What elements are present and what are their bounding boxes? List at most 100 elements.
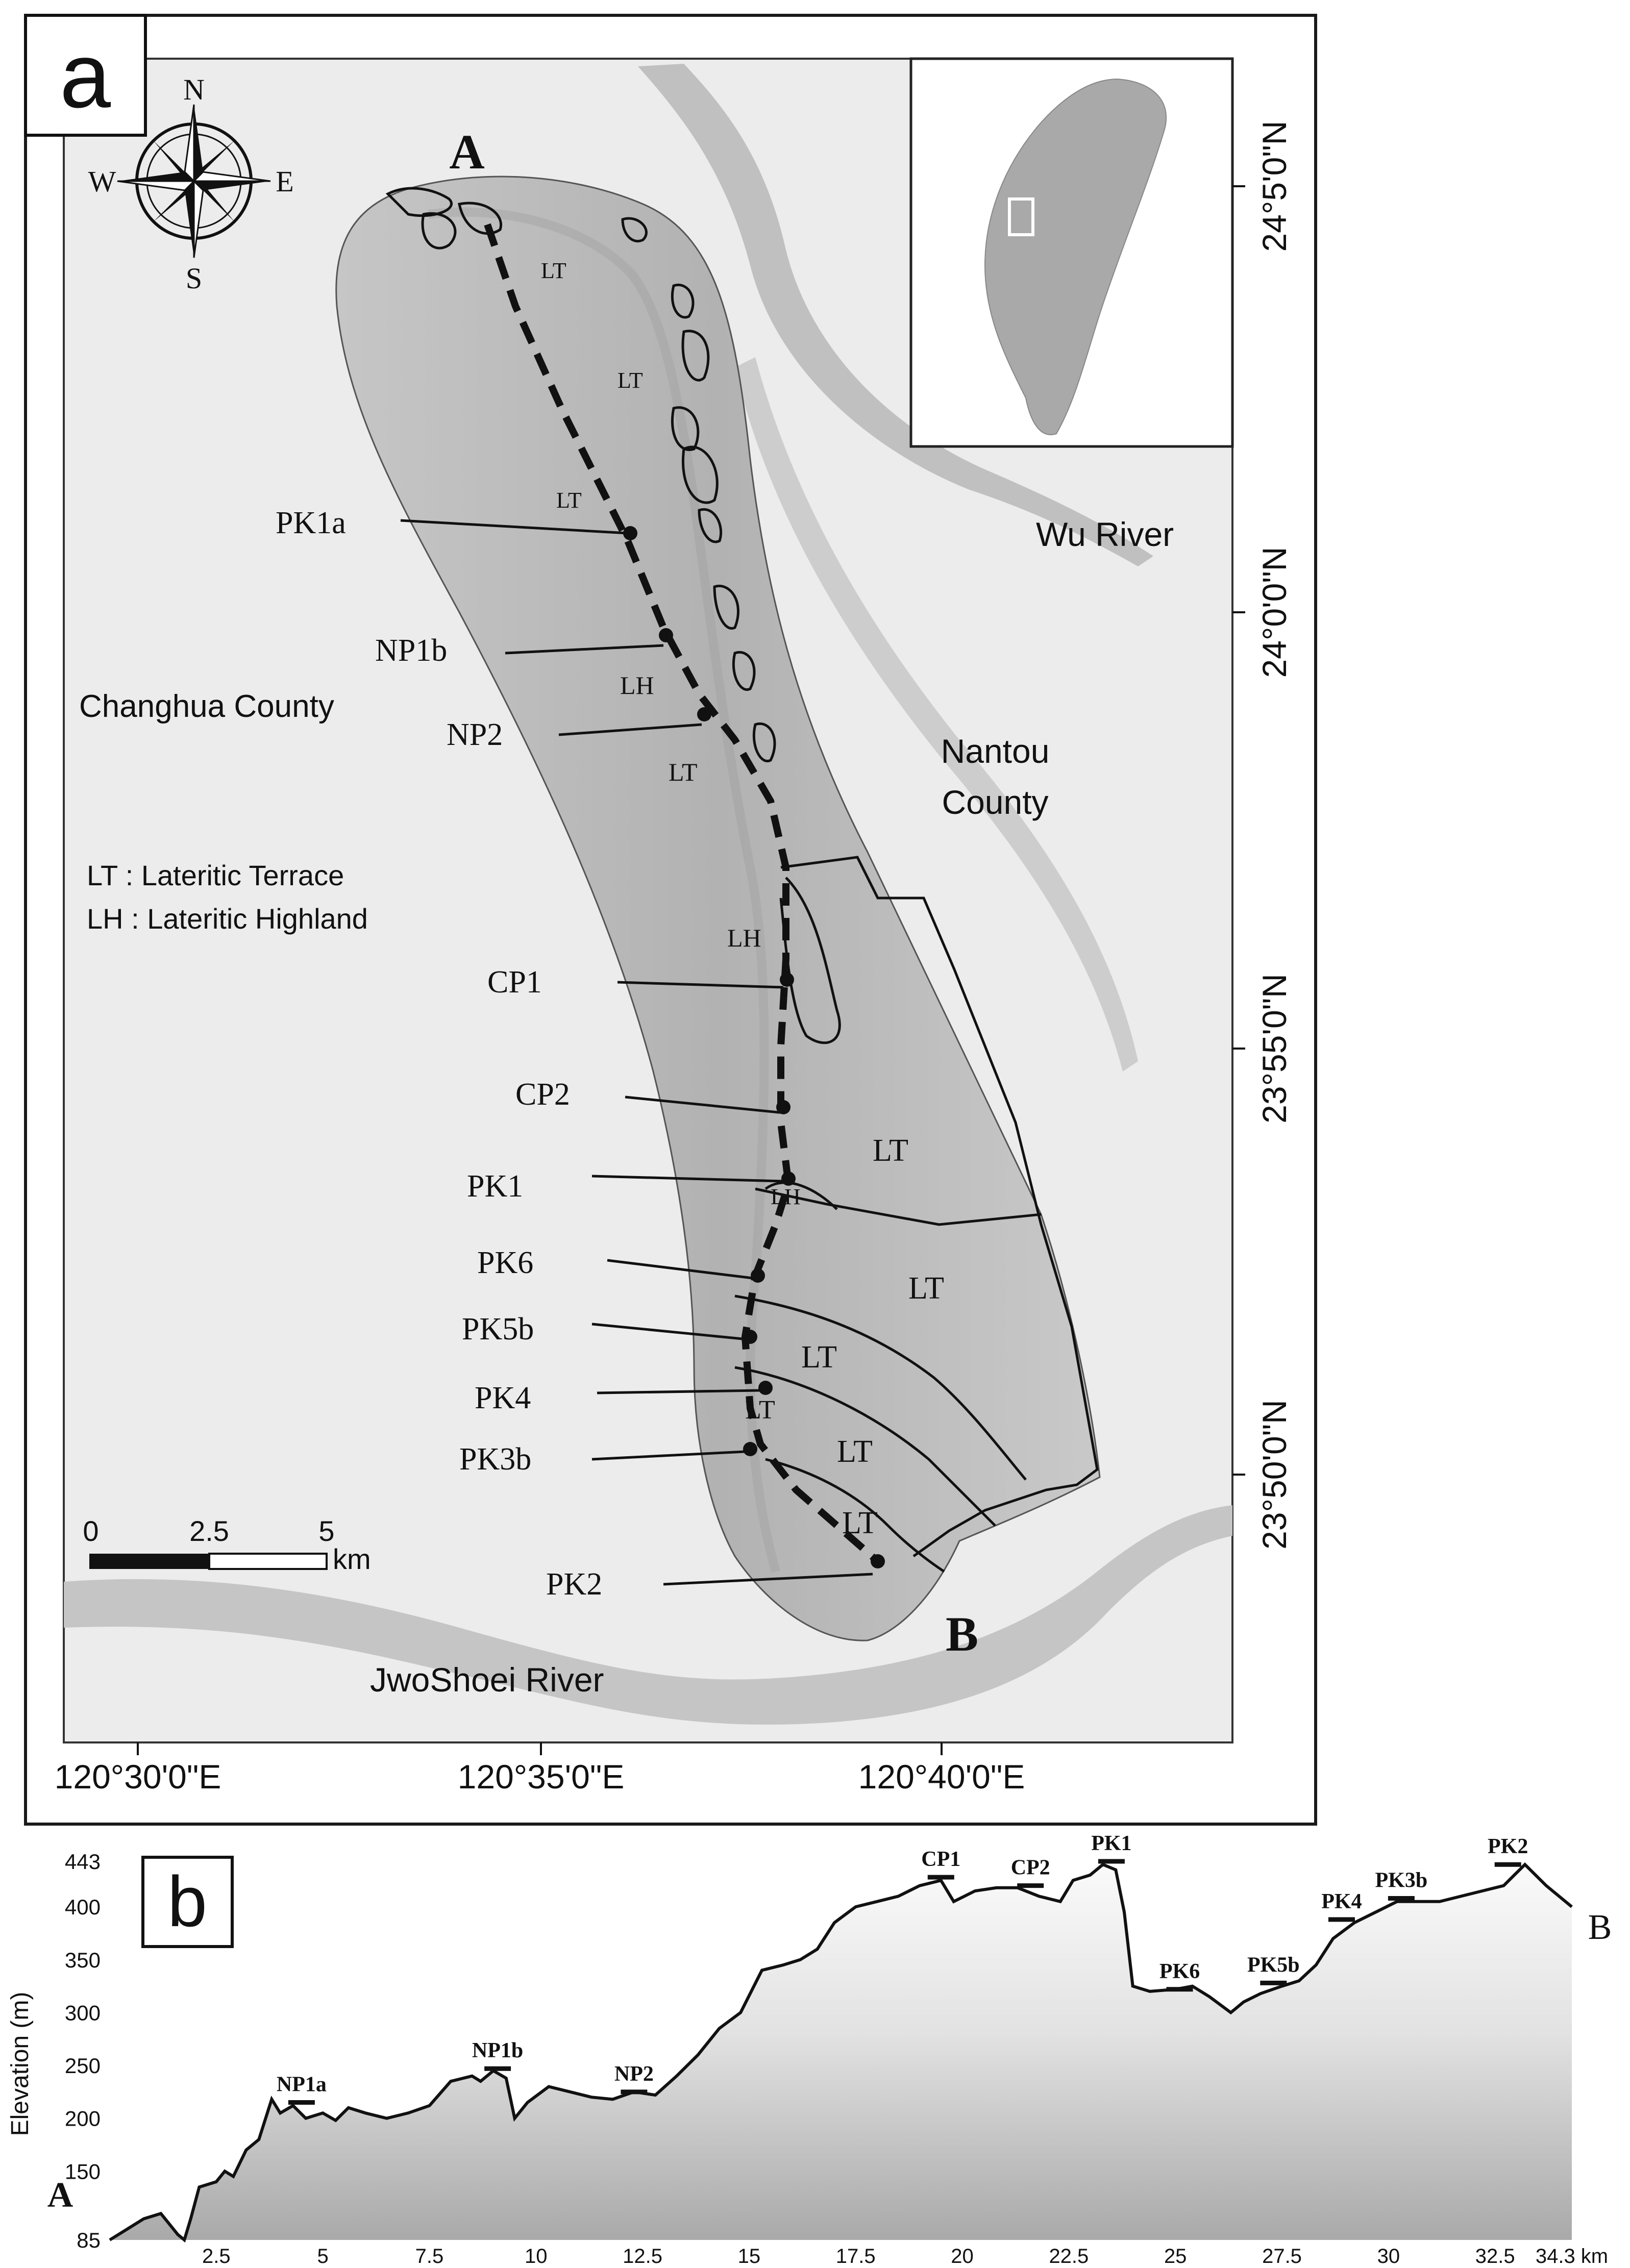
lat-tick-label: 23°50'0"N xyxy=(1255,1400,1293,1550)
terrain-label: LT xyxy=(556,488,582,513)
x-tick-label: 32.5 xyxy=(1475,2245,1515,2265)
profile-line-a-b xyxy=(484,223,880,1564)
terrace-divider-4 xyxy=(765,1458,945,1573)
site-marker-label: NP1a xyxy=(277,2073,327,2097)
profile-start-label: A xyxy=(449,124,484,179)
panel-a-letter: a xyxy=(60,24,111,127)
pk1-outline xyxy=(764,1181,838,1210)
site-label-pk1: PK1 xyxy=(467,1169,523,1204)
jwoshoei-river-shape xyxy=(64,1505,1232,1725)
site-label-pk5b: PK5b xyxy=(462,1312,534,1347)
x-tick-label: 27.5 xyxy=(1262,2245,1302,2265)
y-tick-label: 150 xyxy=(65,2159,101,2183)
y-tick-label: 350 xyxy=(65,1948,101,1972)
site-label-np1b: NP1b xyxy=(375,633,447,668)
site-marker-label: PK1 xyxy=(1091,1832,1131,1855)
compass-needle-nw xyxy=(153,140,194,181)
scale-bar-light-segment xyxy=(208,1553,328,1570)
leader-pk5b xyxy=(591,1323,748,1341)
legend-lateritic-terrace: LT : Lateritic Terrace xyxy=(87,859,344,891)
profile-line xyxy=(109,1862,1573,2243)
compass-s-label: S xyxy=(186,262,202,295)
site-label-pk1a: PK1a xyxy=(276,506,346,540)
leader-pk2 xyxy=(663,1573,873,1586)
scale-unit: km xyxy=(333,1543,371,1575)
leader-pk1 xyxy=(591,1175,784,1183)
nantou-label-line2: County xyxy=(942,783,1048,821)
leader-np1b xyxy=(505,644,664,655)
y-tick-label: 85 xyxy=(77,2228,101,2252)
terrain-ridge-shading xyxy=(428,207,780,1573)
longitude-ticks: 120°30'0"E 120°35'0"E 120°40'0"E xyxy=(55,1742,1025,1796)
scale-tick-0: 0 xyxy=(83,1515,98,1547)
site-dot xyxy=(659,628,673,642)
x-tick-label: 20 xyxy=(951,2245,974,2265)
site-dot xyxy=(697,707,711,721)
patch-1 xyxy=(385,187,453,217)
profile-start-label-b: A xyxy=(47,2176,73,2215)
tableland-terrain xyxy=(335,176,1101,1641)
x-tick-label: 34.3 km xyxy=(1536,2245,1608,2265)
patch-10 xyxy=(713,585,739,630)
scale-tick-2-5: 2.5 xyxy=(189,1515,229,1547)
inset-study-area-box xyxy=(1008,197,1034,236)
panel-a: N S E W a A B Changhua County Nantou Cou… xyxy=(24,14,1317,1826)
patch-6 xyxy=(681,330,710,382)
y-tick-label: 200 xyxy=(65,2107,101,2131)
site-dot xyxy=(751,1268,765,1283)
site-marker-label: PK2 xyxy=(1488,1835,1528,1858)
wu-river-branch-shape xyxy=(735,357,1138,1071)
wu-river-label: Wu River xyxy=(1036,515,1174,553)
taiwan-island-shape xyxy=(984,78,1167,435)
terrain-label: LT xyxy=(801,1340,837,1375)
terrace-divider-2 xyxy=(734,1294,1027,1481)
site-dot xyxy=(871,1554,885,1568)
site-marker-label: PK4 xyxy=(1321,1890,1362,1913)
y-tick-label: 300 xyxy=(65,2001,101,2025)
terrain-label: LT xyxy=(842,1506,878,1540)
profile-end-label: B xyxy=(946,1607,978,1661)
patch-11 xyxy=(732,651,756,691)
terrain-label: LT xyxy=(541,258,566,283)
x-tick-label: 2.5 xyxy=(202,2245,231,2265)
jwoshoei-river-label: JwoShoei River xyxy=(370,1661,604,1699)
x-tick-label: 12.5 xyxy=(623,2245,662,2265)
terrain-labels: LT LT LT LH LT LH LT LH LT LT LT LT LT xyxy=(541,258,944,1540)
site-dot xyxy=(743,1442,757,1456)
patch-4 xyxy=(621,217,648,242)
terrain-label: LT xyxy=(669,758,698,786)
leader-pk1a xyxy=(400,519,628,535)
site-marker-label: CP2 xyxy=(1011,1856,1050,1880)
lat-tick-label: 23°55'0"N xyxy=(1255,974,1293,1124)
site-dot xyxy=(743,1330,757,1344)
x-tick-label: 17.5 xyxy=(836,2245,876,2265)
leader-pk6 xyxy=(607,1259,753,1280)
terrain-label: LT xyxy=(873,1133,908,1168)
site-marker-label: NP1b xyxy=(472,2039,523,2062)
x-tick-label: 7.5 xyxy=(415,2245,444,2265)
patch-5 xyxy=(671,283,695,319)
panel-a-letter-box xyxy=(24,14,147,137)
compass-needle-se xyxy=(194,181,235,222)
site-label-cp2: CP2 xyxy=(515,1077,570,1112)
patch-7 xyxy=(671,406,700,451)
terrain-label: LT xyxy=(908,1271,944,1306)
site-marker-label: PK5b xyxy=(1247,1953,1300,1977)
terrace-boundaries xyxy=(385,187,1099,1573)
lat-tick-label: 24°0'0"N xyxy=(1255,547,1293,678)
x-tick-label: 10 xyxy=(525,2245,548,2265)
patch-12 xyxy=(752,722,776,763)
terrace-divider-1 xyxy=(755,1187,1042,1226)
compass-n-label: N xyxy=(183,73,205,106)
patch-3 xyxy=(458,202,502,235)
x-tick-label: 22.5 xyxy=(1049,2245,1089,2265)
leader-cp2 xyxy=(625,1095,779,1114)
site-marker-label: NP2 xyxy=(614,2062,654,2086)
leader-cp1 xyxy=(617,981,784,989)
scale-tick-5: 5 xyxy=(318,1515,334,1547)
